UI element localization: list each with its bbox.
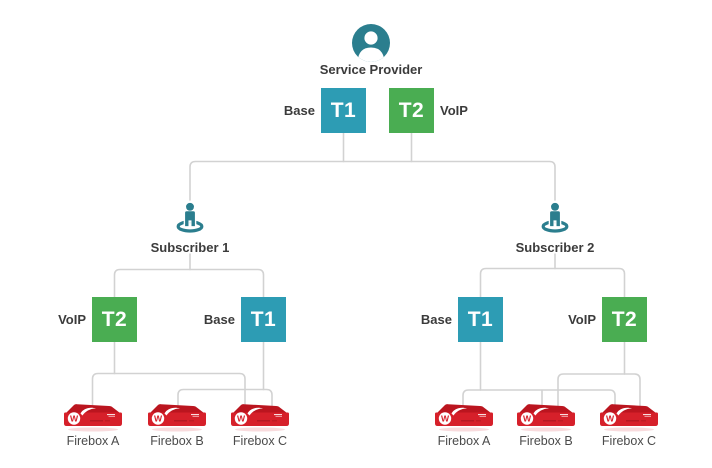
sub1-template-box-t1: T1 [241, 297, 286, 342]
connector-sub2-t1-bus [462, 389, 616, 407]
provider-template-box-t2: T2 [389, 88, 434, 133]
connector-sub1-t2-bus [91, 372, 246, 407]
template-id: T1 [467, 307, 494, 331]
template-id: T1 [330, 98, 357, 122]
sub1-template-t2-type-label: VoIP [58, 312, 86, 327]
connector-sub2-t2-bus [557, 373, 641, 407]
template-id: T2 [101, 307, 128, 331]
sub1-firebox-b-label: Firebox B [150, 434, 204, 448]
sub1-firebox-c-label: Firebox C [232, 434, 288, 448]
firebox-device [230, 402, 290, 432]
sub2-template-box-t2: T2 [602, 297, 647, 342]
service-provider-label: Service Provider [319, 62, 423, 77]
sub2-template-box-t1: T1 [458, 297, 503, 342]
subscriber2-icon [538, 200, 572, 234]
template-id: T2 [398, 98, 425, 122]
sub2-firebox-a-label: Firebox A [437, 434, 491, 448]
sub2-firebox-b-label: Firebox B [519, 434, 573, 448]
service-provider-icon [350, 22, 392, 64]
connector-sub2-to-templates [479, 267, 626, 298]
firebox-device [147, 402, 207, 432]
provider-template-t1-type-label: Base [283, 103, 315, 118]
sub1-template-box-t2: T2 [92, 297, 137, 342]
firebox-device [434, 402, 494, 432]
firebox-device [516, 402, 576, 432]
sub1-template-t1-type-label: Base [203, 312, 235, 327]
provider-template-box-t1: T1 [321, 88, 366, 133]
subscriber1-icon [173, 200, 207, 234]
subscriber2-label: Subscriber 2 [515, 240, 595, 255]
firebox-device [599, 402, 659, 432]
template-id: T1 [250, 307, 277, 331]
connector-provider-to-subscribers [189, 160, 556, 201]
template-id: T2 [611, 307, 638, 331]
sub2-template-t1-type-label: Base [420, 312, 452, 327]
subscriber1-label: Subscriber 1 [150, 240, 230, 255]
sub2-firebox-c-label: Firebox C [601, 434, 657, 448]
provider-template-t2-type-label: VoIP [440, 103, 468, 118]
firebox-device [63, 402, 123, 432]
connector-sub1-t1-bus [177, 388, 273, 407]
connector-sub1-to-templates [113, 268, 265, 298]
sub2-template-t2-type-label: VoIP [568, 312, 596, 327]
sub1-firebox-a-label: Firebox A [66, 434, 120, 448]
